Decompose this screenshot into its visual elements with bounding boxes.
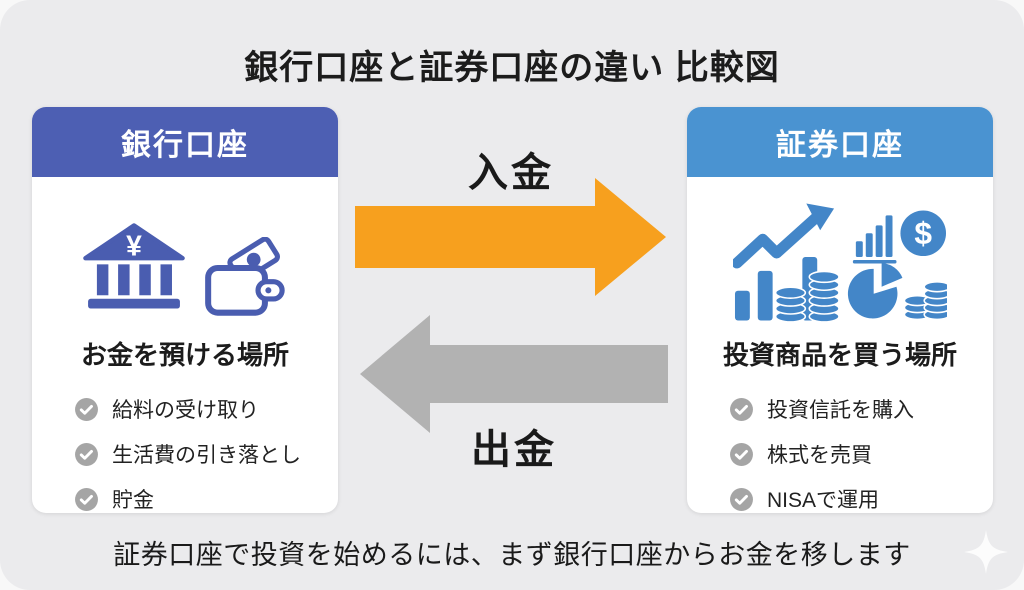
list-item: 株式を売買 bbox=[729, 439, 993, 469]
check-item-label: 投資信託を購入 bbox=[767, 399, 914, 422]
list-item: 貯金 bbox=[74, 484, 338, 513]
list-item: NISAで運用 bbox=[729, 484, 993, 513]
withdraw-arrow-icon bbox=[360, 315, 668, 433]
trend-arrow-icon bbox=[733, 203, 835, 269]
check-icon bbox=[75, 397, 98, 421]
check-icon bbox=[730, 397, 753, 421]
bank-card-header: 銀行口座 bbox=[32, 107, 338, 177]
yen-glyph: ¥ bbox=[126, 230, 142, 262]
bank-icon-row: ¥ bbox=[32, 191, 338, 323]
deposit-label: 入金 bbox=[468, 151, 554, 195]
bank-account-card: 銀行口座 ¥ お金を預ける場所 bbox=[32, 107, 338, 513]
check-icon bbox=[75, 442, 98, 466]
list-item: 生活費の引き落とし bbox=[74, 439, 338, 469]
coin-stack-small-icon bbox=[903, 281, 947, 321]
securities-card-header: 証券口座 bbox=[687, 107, 993, 177]
footer-caption: 証券口座で投資を始めるには、まず銀行口座からお金を移します bbox=[113, 540, 911, 570]
list-item: 投資信託を購入 bbox=[729, 394, 993, 424]
securities-card-subtitle: 投資商品を買う場所 bbox=[722, 340, 957, 370]
mini-bar-chart-icon bbox=[852, 215, 897, 264]
dollar-glyph: $ bbox=[914, 215, 932, 251]
list-item: 給料の受け取り bbox=[74, 394, 338, 424]
withdraw-label: 出金 bbox=[471, 428, 557, 472]
investment-icons: $ bbox=[733, 203, 947, 323]
bank-card-subtitle: お金を預ける場所 bbox=[80, 340, 289, 370]
deposit-arrow-icon bbox=[355, 178, 666, 296]
check-item-label: 給料の受け取り bbox=[112, 399, 259, 422]
dollar-coin-icon: $ bbox=[900, 210, 947, 257]
securities-checklist: 投資信託を購入 株式を売買 NISAで運用 bbox=[687, 394, 993, 513]
check-icon bbox=[75, 487, 98, 511]
check-item-label: 株式を売買 bbox=[767, 444, 872, 467]
check-icon bbox=[730, 487, 753, 511]
page-title: 銀行口座と証券口座の違い 比較図 bbox=[244, 49, 780, 87]
securities-account-card: 証券口座 bbox=[687, 107, 993, 513]
check-item-label: 貯金 bbox=[112, 489, 154, 512]
wallet-icon bbox=[205, 237, 285, 316]
bank-checklist: 給料の受け取り 生活費の引き落とし 貯金 bbox=[32, 394, 338, 513]
check-item-label: 生活費の引き落とし bbox=[112, 444, 301, 467]
bank-icon: ¥ bbox=[83, 223, 185, 309]
check-icon bbox=[730, 442, 753, 466]
check-item-label: NISAで運用 bbox=[767, 489, 880, 512]
growth-chart-icon bbox=[734, 257, 818, 321]
sparkle-icon bbox=[964, 530, 1008, 574]
coin-stack-icon bbox=[774, 270, 840, 323]
securities-icon-row: $ bbox=[687, 191, 993, 323]
pie-chart-icon bbox=[847, 262, 903, 319]
